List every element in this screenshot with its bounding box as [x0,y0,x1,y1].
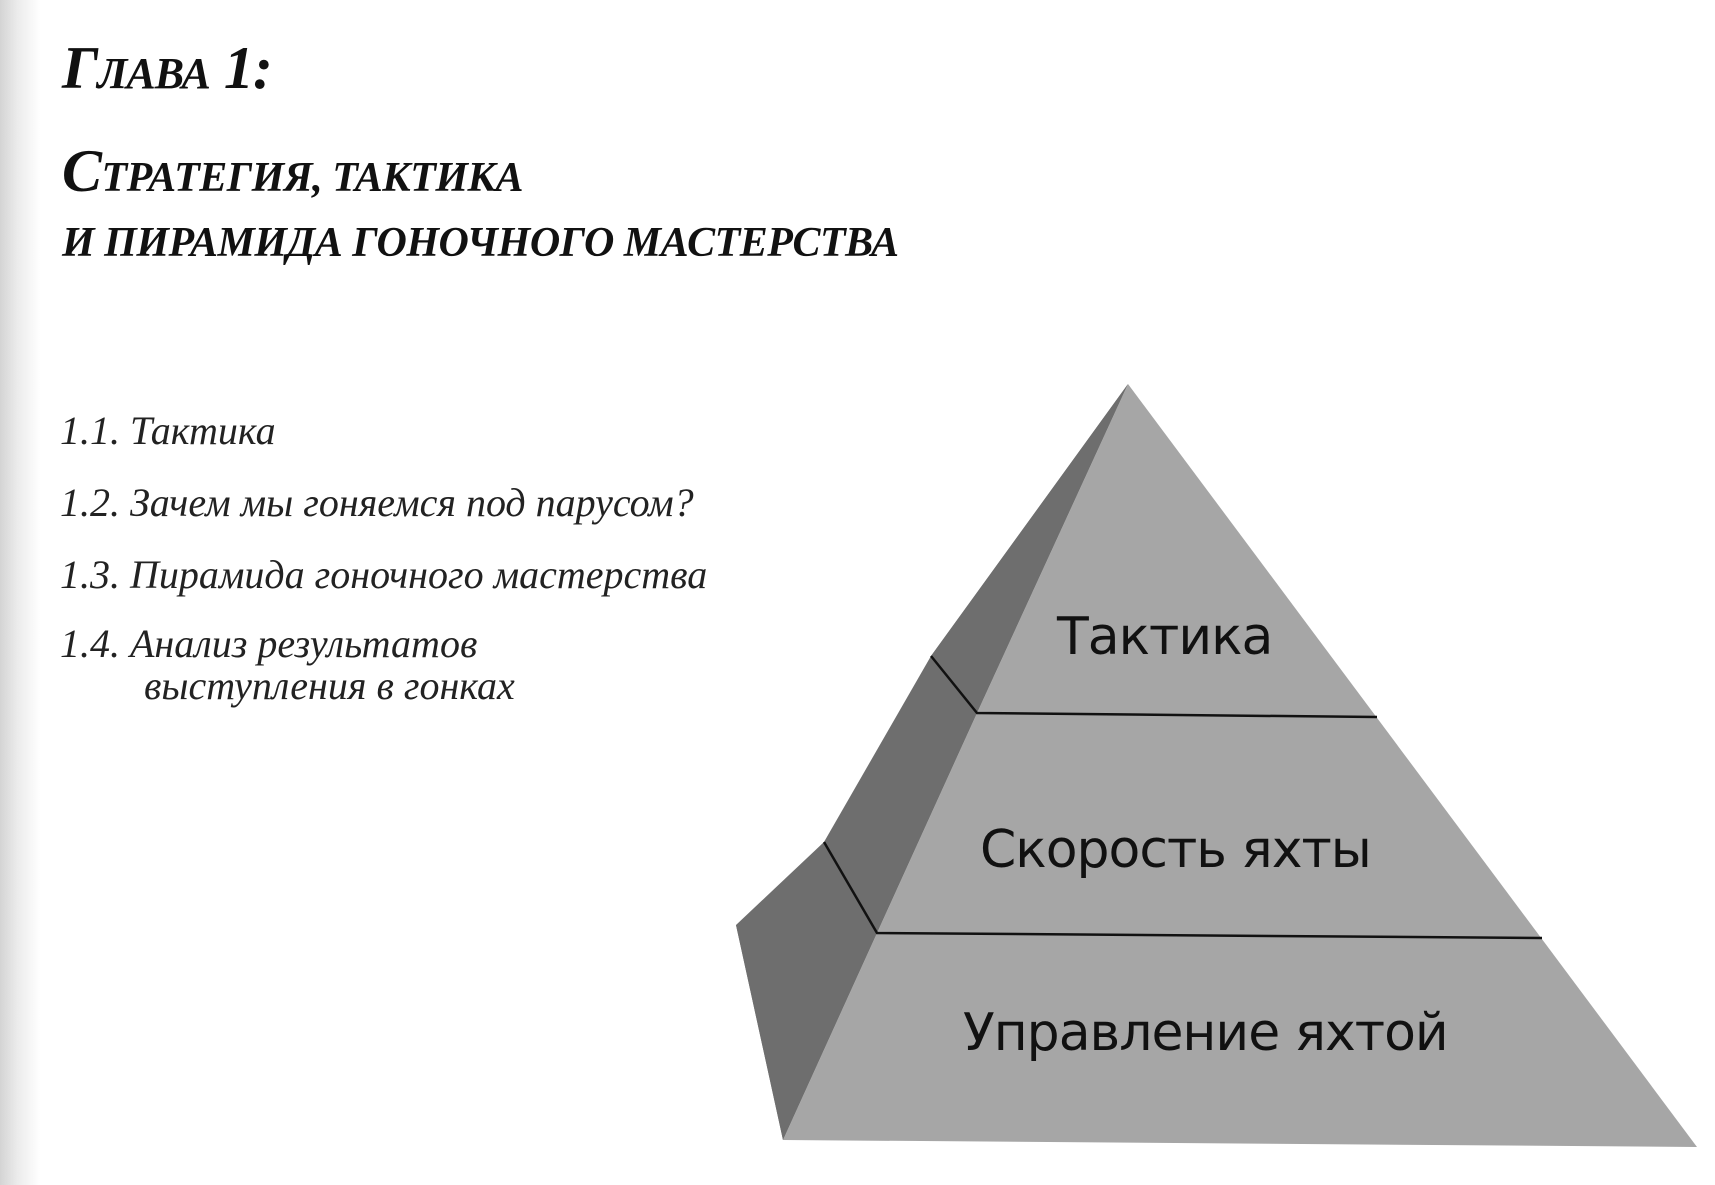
pyramid-level-tactics: Тактика [1057,607,1273,667]
chapter-subtitle: СТРАТЕГИЯ, ТАКТИКА И ПИРАМИДА ГОНОЧНОГО … [62,135,899,272]
pyramid-front-face [783,384,1697,1147]
pyramid-side-face-upper [931,384,1128,713]
pyramid-side-face-middle [824,656,977,933]
pyramid-side-face-lower [736,842,877,1140]
toc-item: 1.2. Зачем мы гоняемся под парусом? [60,480,694,525]
pyramid-divider-top [930,655,1378,719]
chapter-label-first: Г [62,35,98,101]
toc-item: 1.3. Пирамида гоночного мастерства [60,552,708,597]
subtitle-line-1: СТРАТЕГИЯ, ТАКТИКА [62,138,524,204]
pyramid-level-boat-speed: Скорость яхты [980,820,1372,880]
pyramid-divider-bottom [822,841,1543,940]
table-of-contents: 1.1. Тактика 1.2. Зачем мы гоняемся под … [60,395,707,707]
subtitle-line-2: И ПИРАМИДА ГОНОЧНОГО МАСТЕРСТВА [62,220,899,266]
chapter-number: 1: [223,35,273,101]
pyramid-level-boat-handling: Управление яхтой [963,1003,1449,1063]
page-gutter-shadow [0,0,40,1185]
chapter-title: ГЛАВА 1: [62,35,273,101]
toc-item: 1.1. Тактика [60,408,276,453]
chapter-label-rest: ЛАВА [97,49,211,98]
